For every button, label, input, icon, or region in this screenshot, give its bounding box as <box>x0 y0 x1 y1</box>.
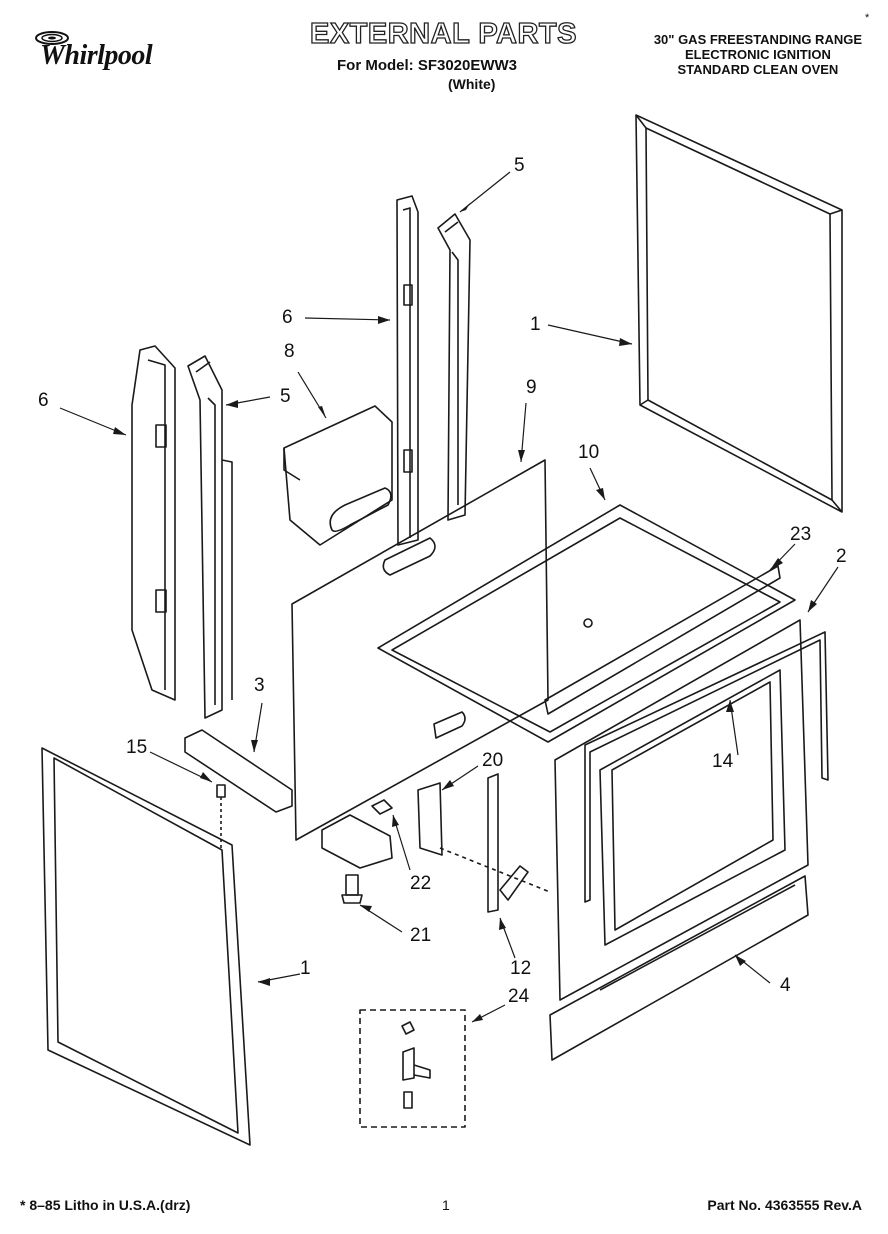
description-line-2: ELECTRONIC IGNITION <box>684 47 831 62</box>
print-info: * 8–85 Litho in U.S.A.(drz) <box>20 1197 191 1213</box>
callout-4: 4 <box>780 975 791 996</box>
model-color: (White) <box>448 76 496 92</box>
mounting-bracket-20 <box>417 782 443 856</box>
callout-6-left: 6 <box>38 390 49 411</box>
callout-5-upper: 5 <box>514 155 525 176</box>
leader-arrowheads <box>113 203 817 1022</box>
callout-3: 3 <box>254 675 265 696</box>
callout-1-upper: 1 <box>530 314 541 335</box>
callout-24: 24 <box>508 986 530 1007</box>
trim-strip <box>544 565 781 715</box>
description-line-3: STANDARD CLEAN OVEN <box>677 62 839 77</box>
front-rail-right <box>437 213 471 521</box>
callout-22: 22 <box>410 873 432 894</box>
door-gasket <box>584 631 829 903</box>
leveling-leg-21 <box>341 874 363 904</box>
cooktop-tray <box>377 504 796 743</box>
callout-23: 23 <box>790 524 812 545</box>
hinge-bracket-12 <box>487 773 529 913</box>
callout-10: 10 <box>578 442 600 463</box>
side-panel-left <box>41 747 251 1146</box>
rear-rail-right <box>396 195 419 546</box>
callout-9: 9 <box>526 377 537 398</box>
callout-1-lower: 1 <box>300 958 311 979</box>
callout-12: 12 <box>510 958 532 979</box>
callout-15: 15 <box>126 737 148 758</box>
parts-kit-box <box>359 1009 466 1128</box>
callout-20: 20 <box>482 750 504 771</box>
brand-wordmark: Whirlpool <box>40 40 153 71</box>
front-frame <box>554 619 809 1001</box>
product-description: 30" GAS FREESTANDING RANGE ELECTRONIC IG… <box>654 32 862 77</box>
screw-15 <box>216 784 226 850</box>
corner-mark: * <box>865 12 870 24</box>
bottom-bracket <box>184 729 293 813</box>
clip-22 <box>371 799 393 815</box>
part-number: Part No. 4363555 Rev.A <box>707 1197 862 1213</box>
rear-panel <box>291 459 549 841</box>
callout-2: 2 <box>836 546 847 567</box>
callout-14: 14 <box>712 751 734 772</box>
side-panel-right <box>635 114 843 513</box>
callout-8: 8 <box>284 341 295 362</box>
page-title: EXTERNAL PARTS <box>309 17 577 50</box>
toe-kick <box>549 875 809 1061</box>
page-number: 1 <box>442 1197 450 1213</box>
model-number: For Model: SF3020EWW3 <box>337 57 518 74</box>
bottom-support <box>321 814 393 869</box>
callout-5-left: 5 <box>280 386 291 407</box>
description-line-1: 30" GAS FREESTANDING RANGE <box>653 32 862 47</box>
front-rail-left <box>187 355 233 719</box>
rear-rail-left <box>131 345 176 701</box>
callout-21: 21 <box>410 925 432 946</box>
whirlpool-logo <box>35 31 69 45</box>
callout-6-upper: 6 <box>282 307 293 328</box>
vent-duct <box>283 405 393 546</box>
